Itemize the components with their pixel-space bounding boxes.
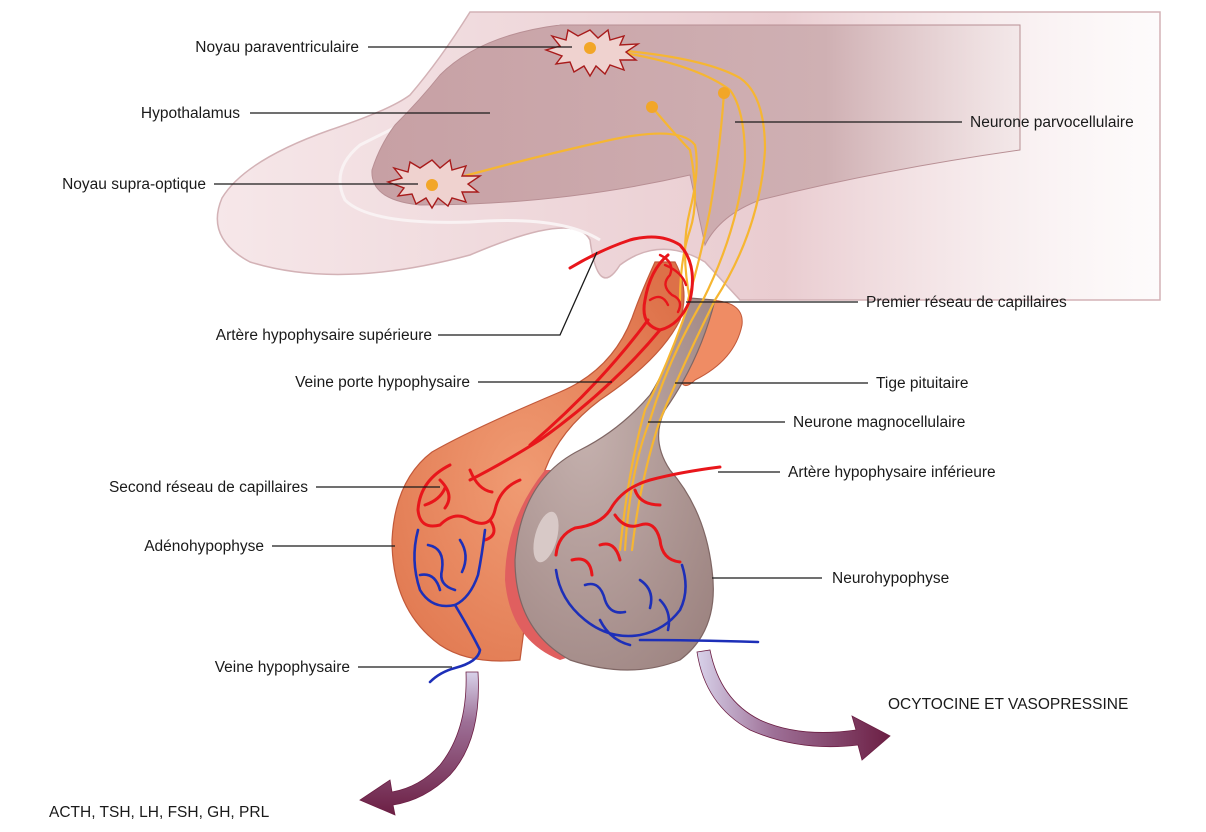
label-veine-hypophysaire: Veine hypophysaire: [215, 659, 350, 676]
label-neurone-parvocellulaire: Neurone parvocellulaire: [970, 114, 1134, 131]
label-artere-inferieure: Artère hypophysaire inférieure: [788, 464, 996, 481]
label-veine-porte: Veine porte hypophysaire: [295, 374, 470, 391]
anterior-output-arrow: [360, 672, 478, 815]
label-second-reseau: Second réseau de capillaires: [109, 479, 308, 496]
label-artere-superieure: Artère hypophysaire supérieure: [216, 327, 432, 344]
label-hormones-anterieures: ACTH, TSH, LH, FSH, GH, PRL: [49, 804, 270, 821]
label-hypothalamus: Hypothalamus: [141, 105, 240, 122]
label-neurohypophyse: Neurohypophyse: [832, 570, 949, 587]
label-ocytocine-vasopressine: OCYTOCINE ET VASOPRESSINE: [888, 696, 1128, 713]
label-adenohypophyse: Adénohypophyse: [144, 538, 264, 555]
label-neurone-magnocellulaire: Neurone magnocellulaire: [793, 414, 965, 431]
label-noyau-supra-optique: Noyau supra-optique: [62, 176, 206, 193]
label-tige-pituitaire: Tige pituitaire: [876, 375, 968, 392]
label-premier-reseau: Premier réseau de capillaires: [866, 294, 1067, 311]
label-noyau-paraventriculaire: Noyau paraventriculaire: [195, 39, 359, 56]
posterior-output-arrow: [697, 650, 890, 760]
